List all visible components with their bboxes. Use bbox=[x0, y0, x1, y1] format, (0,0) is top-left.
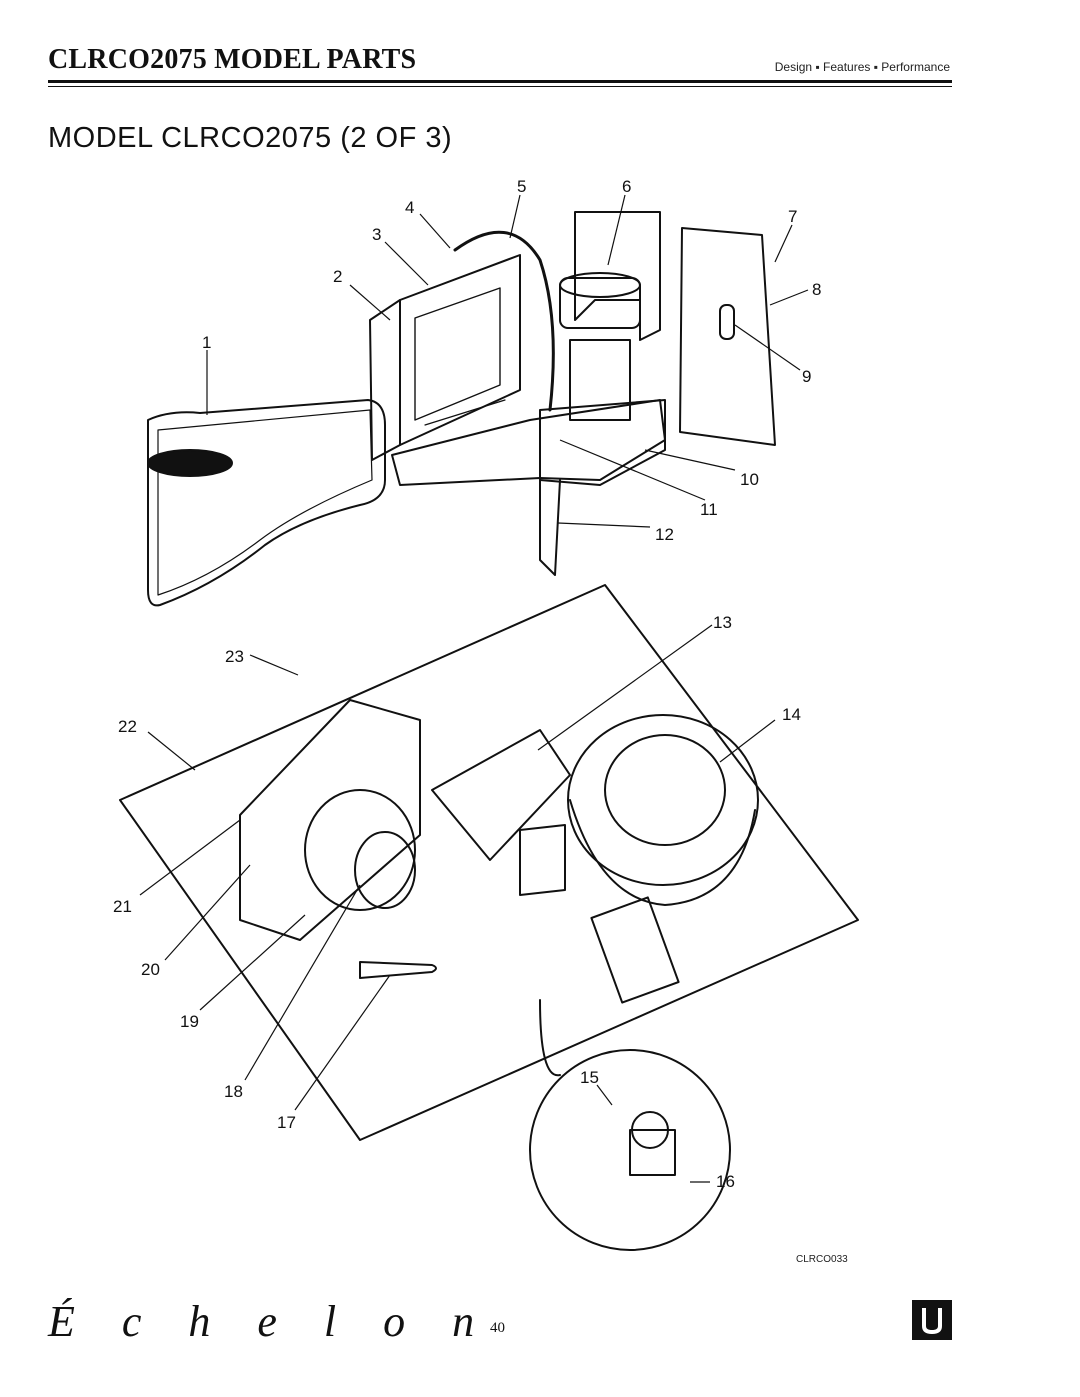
ice-tray bbox=[391, 399, 666, 486]
callout-5: 5 bbox=[517, 177, 526, 196]
callout-10: 10 bbox=[740, 470, 759, 489]
header-rule-thick bbox=[48, 80, 952, 83]
callout-15: 15 bbox=[580, 1068, 599, 1087]
callout-11: 11 bbox=[700, 500, 718, 519]
callout-19: 19 bbox=[180, 1012, 199, 1031]
callout-12: 12 bbox=[655, 525, 674, 544]
drawing-code: CLRCO033 bbox=[796, 1254, 848, 1265]
water-reservoir bbox=[539, 399, 666, 486]
header-rule-thin bbox=[48, 86, 952, 87]
tagline: Design ▪ Features ▪ Performance bbox=[774, 60, 950, 74]
pump-bracket bbox=[574, 211, 661, 341]
condenser-fan bbox=[304, 789, 416, 911]
condenser-coil bbox=[239, 699, 421, 941]
callout-20: 20 bbox=[141, 960, 160, 979]
callout-13: 13 bbox=[713, 613, 732, 632]
company-logo-icon bbox=[912, 1300, 952, 1340]
callout-8: 8 bbox=[812, 280, 821, 299]
electrical-box bbox=[431, 729, 571, 861]
front-cover-inner bbox=[157, 409, 373, 596]
callout-22: 22 bbox=[118, 717, 137, 736]
callout-9: 9 bbox=[802, 367, 811, 386]
callout-1: 1 bbox=[202, 333, 211, 352]
compressor bbox=[567, 714, 759, 886]
service-valve bbox=[590, 896, 680, 1004]
callout-16: 16 bbox=[716, 1172, 735, 1191]
diagram-subtitle: MODEL CLRCO2075 (2 OF 3) bbox=[48, 122, 453, 154]
drain-tube bbox=[539, 479, 561, 576]
page-number: 40 bbox=[490, 1320, 505, 1336]
u-logo-icon bbox=[922, 1308, 942, 1335]
cover-badge bbox=[147, 449, 233, 477]
callout-3: 3 bbox=[372, 225, 381, 244]
float-switch bbox=[629, 1129, 676, 1176]
relay-box bbox=[519, 824, 566, 896]
callout-23: 23 bbox=[225, 647, 244, 666]
filter-drier bbox=[359, 961, 437, 979]
callout-4: 4 bbox=[405, 198, 414, 217]
base-plate bbox=[119, 584, 859, 1141]
callout-2: 2 bbox=[333, 267, 342, 286]
detail-inset bbox=[529, 1049, 731, 1251]
page-title: CLRCO2075 MODEL PARTS bbox=[48, 44, 417, 75]
callout-17: 17 bbox=[277, 1113, 296, 1132]
callout-6: 6 bbox=[622, 177, 631, 196]
water-tube bbox=[453, 230, 555, 412]
callout-14: 14 bbox=[782, 705, 801, 724]
pump-motor-housing bbox=[559, 277, 641, 329]
side-panel bbox=[679, 227, 776, 446]
callout-7: 7 bbox=[788, 207, 797, 226]
callout-18: 18 bbox=[224, 1082, 243, 1101]
callout-21: 21 bbox=[113, 897, 132, 916]
brand-wordmark: É c h e l o n bbox=[48, 1297, 493, 1346]
leader-lines bbox=[139, 194, 809, 1183]
front-cover-panel bbox=[147, 399, 386, 607]
